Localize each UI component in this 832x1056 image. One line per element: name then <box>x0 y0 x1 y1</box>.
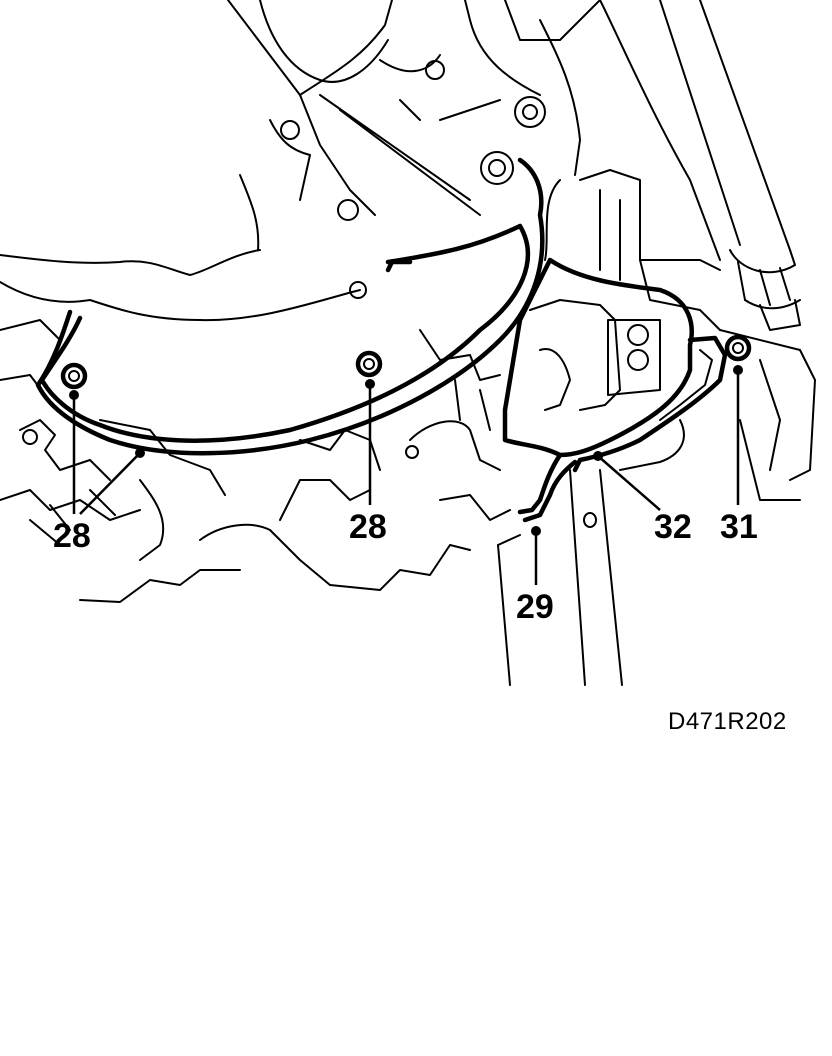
callout-label-28-center: 28 <box>349 508 387 546</box>
timing-cover-gasket <box>35 157 545 456</box>
drawing-reference-code: D471R202 <box>668 708 787 735</box>
callout-leader-29 <box>531 526 541 585</box>
callout-leader-28-left-a <box>69 390 79 514</box>
callout-leader-28-left-b <box>79 448 145 515</box>
callout-label-28-left: 28 <box>53 517 91 555</box>
bolt-31 <box>724 334 752 362</box>
callout-leader-32 <box>593 451 661 511</box>
callout-leader-28-center <box>365 379 375 505</box>
bolt-28-center <box>355 350 383 378</box>
exploded-parts-diagram: 28 28 29 32 31 <box>0 0 816 686</box>
engine-mount-bracket <box>502 257 728 523</box>
callout-label-32: 32 <box>654 508 692 546</box>
engine-block-outline <box>0 0 816 686</box>
callout-leader-31 <box>733 365 743 505</box>
callout-label-31: 31 <box>720 508 758 546</box>
callout-label-29: 29 <box>516 588 554 626</box>
bolt-28-left <box>60 362 88 390</box>
